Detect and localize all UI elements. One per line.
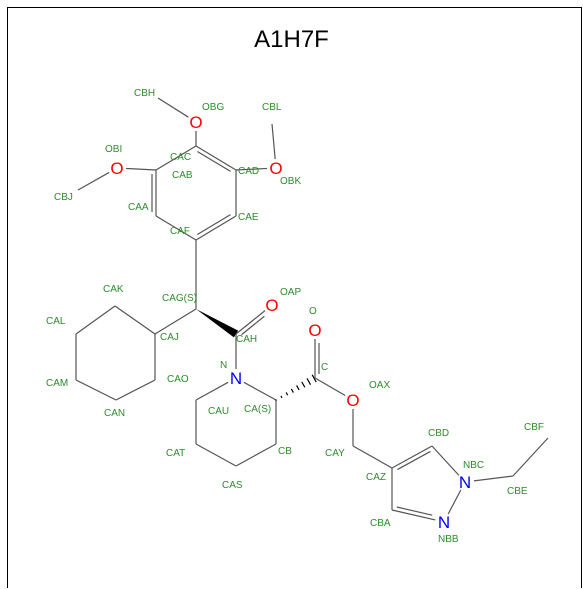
bond-cah-oap-second xyxy=(241,315,265,336)
bond-cac-cad xyxy=(195,145,237,171)
bond-cak-cal xyxy=(75,305,116,335)
atom-label-cab: CAB xyxy=(172,170,193,181)
atom-label-c: C xyxy=(321,362,328,373)
bond-cae-caf-second xyxy=(197,214,231,236)
bond-cac-cab xyxy=(155,145,197,171)
bond-cam-can xyxy=(75,379,117,401)
bond-ca-c-hash xyxy=(285,392,289,396)
molecule-title: A1H7F xyxy=(254,26,329,53)
atom-label-nbb: NBB xyxy=(438,534,459,545)
atom-label-cbl: CBL xyxy=(262,102,282,113)
atom-label-cbj: CBJ xyxy=(54,192,73,203)
atom-label-o: O xyxy=(309,306,317,317)
atom-label-caj: CAJ xyxy=(160,332,179,343)
bond-cbh-obg xyxy=(157,97,189,118)
atom-label-obg: OBG xyxy=(202,102,224,113)
bond-cat-cas xyxy=(195,443,237,467)
atom-label-cbd: CBD xyxy=(428,428,449,439)
bond-nbc-cbe xyxy=(473,475,514,482)
bond-nbc-nbb xyxy=(447,489,462,515)
bond-caa-caf xyxy=(155,215,197,241)
atom-label-cao: CAO xyxy=(167,374,189,385)
atom-symbol-nbc: N xyxy=(459,473,471,492)
atom-label-cah: CAH xyxy=(236,334,257,345)
bond-cas-cb xyxy=(235,443,277,467)
bond-obi-cab xyxy=(125,167,157,171)
atom-label-cay: CAY xyxy=(325,448,345,459)
atom-label-nbc: NBC xyxy=(463,460,484,471)
atom-symbol-obk: O xyxy=(269,159,282,178)
bond-cag-cah xyxy=(196,309,239,338)
labels-layer: CBH OBG CBL OBI CAC CAB CBJ CAD OBK CAA CAE CAF CAK C… xyxy=(46,88,544,545)
bond-cbj-obi xyxy=(77,171,110,191)
bond-ca-c-hash xyxy=(275,399,277,401)
bond-obk-cad xyxy=(235,167,268,171)
bond-nbb-cba-second xyxy=(396,506,433,516)
atom-label-caf: CAF xyxy=(170,226,190,237)
bond-cay-caz xyxy=(352,445,393,469)
atom-symbol-n: N xyxy=(230,369,242,388)
atom-label-cb: CB xyxy=(278,446,292,457)
bond-ca-c-hash xyxy=(280,395,283,399)
atom-label-oap: OAP xyxy=(280,287,301,298)
atom-label-obi: OBI xyxy=(105,144,122,155)
atom-label-oax: OAX xyxy=(369,380,390,391)
atom-label-cac: CAC xyxy=(170,152,191,163)
bond-caz-cbd xyxy=(391,445,433,469)
bond-n-cau xyxy=(195,381,229,401)
atom-label-cba: CBA xyxy=(370,518,391,529)
bond-cac-cad-second xyxy=(197,150,231,172)
bond-cae-caf xyxy=(195,215,237,241)
atom-label-can: CAN xyxy=(104,408,125,419)
bond-cah-oap xyxy=(235,310,266,335)
atom-symbol-oap: O xyxy=(265,296,278,315)
atom-label-cae: CAE xyxy=(238,212,259,223)
diagram-frame xyxy=(7,7,582,588)
atom-label-n: N xyxy=(220,360,227,371)
bond-ca-c-hash xyxy=(311,374,317,383)
atom-symbol-oax: O xyxy=(346,391,359,410)
atom-label-caa: CAA xyxy=(128,202,149,213)
atom-symbol-obi: O xyxy=(110,159,123,178)
bond-can-cao xyxy=(115,379,156,401)
atom-label-cak: CAK xyxy=(103,284,124,295)
bond-c-oax xyxy=(314,377,346,397)
atom-label-obk: OBK xyxy=(280,176,301,187)
bond-cbd-nbc xyxy=(431,445,460,476)
bonds-layer xyxy=(75,97,549,521)
bond-ca-c-hash xyxy=(306,378,312,385)
atom-label-cas: CAS xyxy=(222,480,243,491)
bond-ca-c xyxy=(275,374,317,401)
atom-label-ca: CA(S) xyxy=(244,404,271,415)
atom-symbol-obg: O xyxy=(189,113,202,132)
bond-ca-c-hash xyxy=(290,388,294,393)
atom-label-cau: CAU xyxy=(208,406,229,417)
atom-label-caz: CAZ xyxy=(366,472,386,483)
bond-caj-cak xyxy=(114,305,156,335)
atom-label-cbh: CBH xyxy=(134,88,155,99)
atom-symbol-nbb: N xyxy=(438,513,450,532)
atom-label-cam: CAM xyxy=(46,378,68,389)
bond-ca-n xyxy=(243,381,277,401)
atom-symbol-o: O xyxy=(308,321,321,340)
atom-label-cal: CAL xyxy=(46,316,66,327)
atom-label-cat: CAT xyxy=(166,448,185,459)
bond-ca-c-hash xyxy=(296,385,300,391)
atom-label-cbf: CBF xyxy=(524,422,544,433)
atom-label-cag: CAG(S) xyxy=(162,293,197,304)
atom-label-cad: CAD xyxy=(238,166,259,177)
bond-cbe-cbf xyxy=(512,437,549,477)
bond-caz-cbd-second xyxy=(397,450,431,471)
bond-ca-c-hash xyxy=(301,381,306,388)
bond-cag-caj xyxy=(154,308,197,335)
atom-label-cbe: CBE xyxy=(507,486,528,497)
bond-nbb-cba xyxy=(391,509,436,521)
bond-cbl-obk xyxy=(271,123,276,160)
